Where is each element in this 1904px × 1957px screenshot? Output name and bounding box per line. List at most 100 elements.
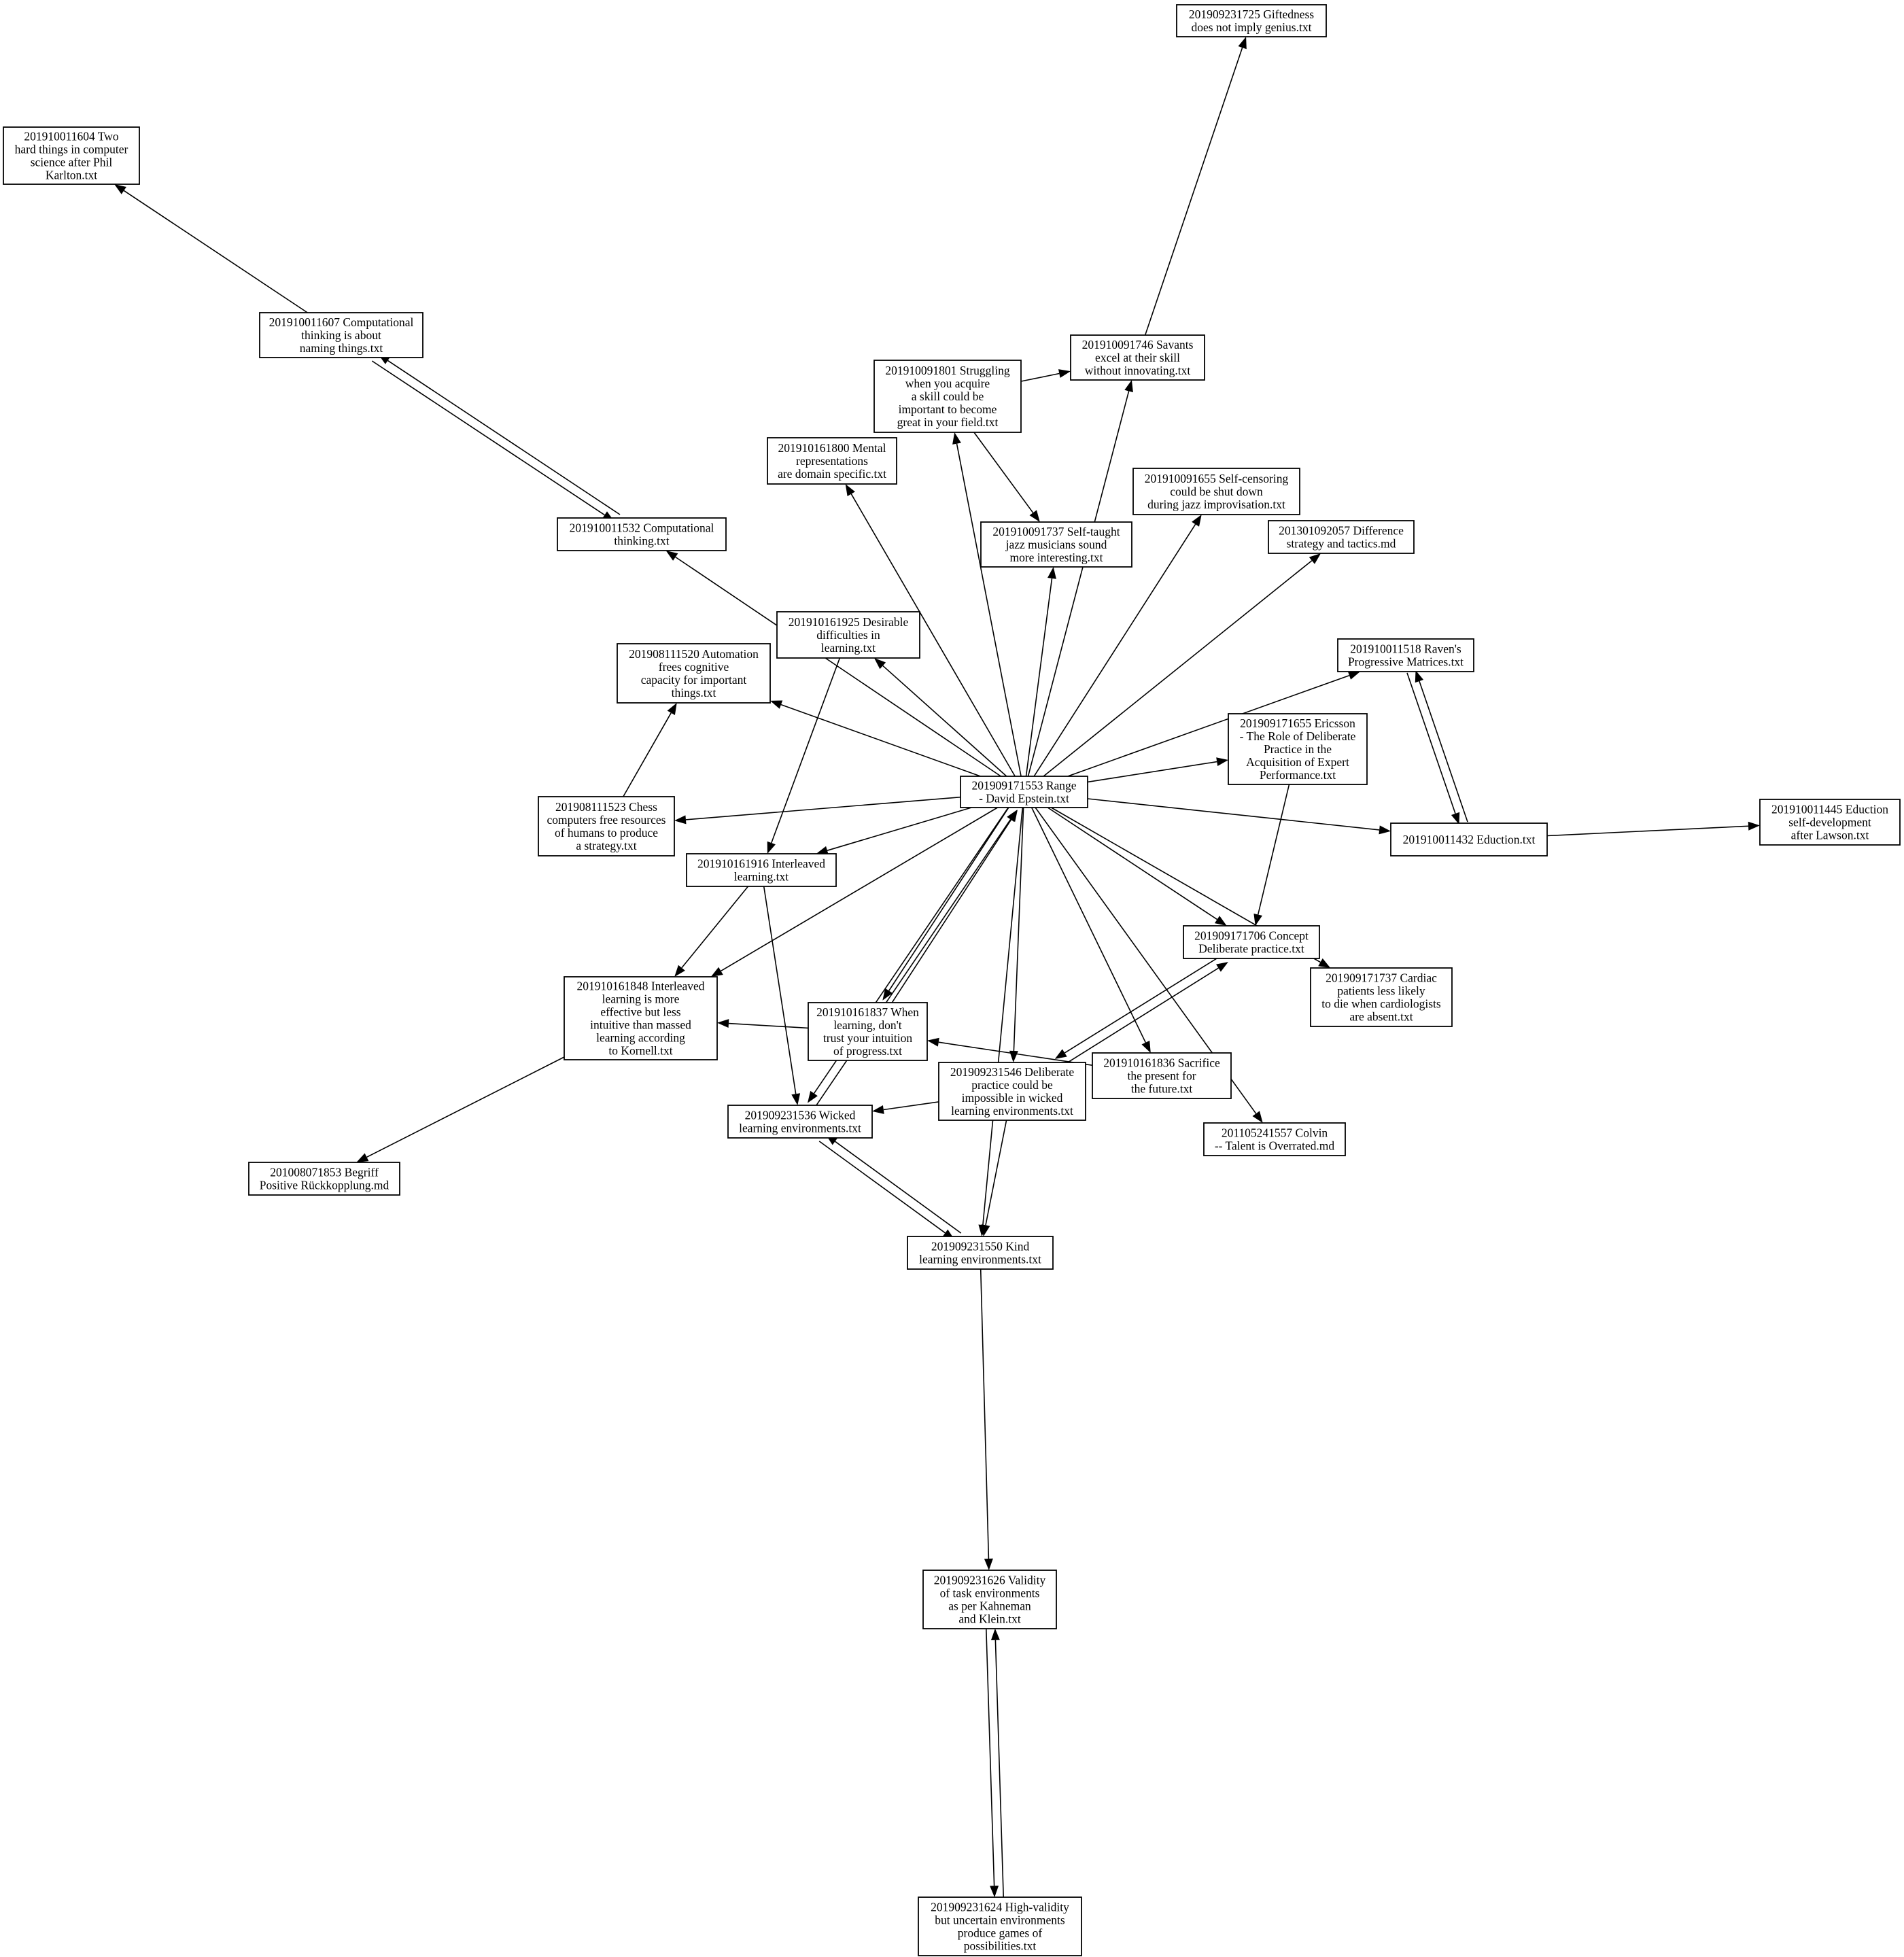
edge-n5-to-n4 — [1020, 369, 1071, 382]
arrow-head-icon — [770, 700, 783, 709]
node-box — [873, 360, 1022, 433]
note-node-n19[interactable]: 201910011445 Eductionself-developmentaft… — [1759, 799, 1901, 846]
arrow-head-icon — [816, 846, 829, 855]
node-label-line: produce games of — [958, 1926, 1043, 1940]
node-label-line: more interesting.txt — [1009, 551, 1103, 564]
node-label-line: 201910011532 Computational — [570, 521, 714, 535]
edge-line — [681, 886, 749, 969]
edge-n17-to-n22 — [674, 886, 749, 977]
edge-n5-to-n9 — [973, 432, 1040, 522]
node-label-line: 201105241557 Colvin — [1222, 1126, 1328, 1140]
node-box — [617, 643, 771, 704]
edge-n3-to-n8 — [371, 360, 615, 521]
node-box — [1070, 334, 1205, 381]
edge-n15-to-n5 — [952, 432, 1022, 777]
node-label-line: -- Talent is Overrated.md — [1215, 1139, 1335, 1153]
note-node-n27[interactable]: 201105241557 Colvin-- Talent is Overrate… — [1203, 1122, 1346, 1156]
node-label-line: 201909231536 Wicked — [745, 1109, 856, 1122]
node-label-line: 201910011518 Raven's — [1350, 642, 1461, 656]
node-box — [1176, 4, 1327, 37]
node-label-line: 201909231725 Giftedness — [1189, 7, 1314, 21]
node-label-line: 201909171655 Ericsson — [1240, 716, 1355, 730]
edge-n24-to-n20 — [1062, 962, 1228, 1067]
node-box — [557, 517, 727, 551]
edge-n17-to-n26 — [763, 886, 801, 1105]
edge-n24-to-n29 — [981, 1120, 1007, 1236]
note-node-n14[interactable]: 201909171655 Ericsson- The Role of Delib… — [1228, 713, 1368, 785]
node-label-line: capacity for important — [641, 673, 747, 687]
edge-n15-to-n20 — [1047, 807, 1227, 926]
edge-n15-to-n8 — [665, 551, 1001, 777]
node-label-line: computers free resources — [547, 813, 666, 827]
edge-n15-to-n22 — [710, 807, 998, 977]
edge-n30-to-n31 — [986, 1629, 999, 1898]
node-label-line: learning according — [596, 1031, 685, 1045]
node-box — [686, 853, 837, 887]
edge-line — [1031, 807, 1147, 1043]
node-label-line: trust your intuition — [823, 1031, 913, 1045]
node-label-line: 201910091801 Struggling — [885, 364, 1010, 377]
node-box — [907, 1236, 1054, 1270]
node-box — [938, 1062, 1086, 1121]
edge-line — [771, 657, 841, 844]
node-box — [248, 1162, 400, 1196]
arrow-head-icon — [952, 432, 961, 445]
edge-line — [623, 712, 672, 797]
node-box — [1310, 967, 1453, 1027]
edge-line — [728, 1022, 809, 1029]
node-label-line: a skill could be — [912, 389, 984, 403]
edge-n15-to-n17 — [816, 807, 972, 855]
node-label-line: naming things.txt — [300, 341, 383, 355]
edge-line — [685, 796, 961, 820]
edge-n13-to-n18 — [1406, 672, 1460, 825]
note-node-n18[interactable]: 201910011432 Eduction.txt — [1390, 822, 1548, 856]
edge-line — [1064, 954, 1223, 1054]
node-label-line: 201909171737 Cardiac — [1326, 971, 1437, 985]
node-label-line: the present for — [1127, 1069, 1196, 1083]
node-label-line: of task environments — [940, 1587, 1040, 1600]
node-label-line: 201909231550 Kind — [931, 1240, 1030, 1253]
node-label-line: self-development — [1788, 816, 1871, 829]
note-node-n15[interactable]: 201909171553 Range- David Epstein.txt — [960, 776, 1088, 808]
node-label-line: 201910091746 Savants — [1082, 338, 1194, 351]
arrow-head-icon — [717, 1019, 729, 1028]
edge-line — [980, 1268, 990, 1559]
node-label-line: 201910011604 Two — [24, 130, 119, 143]
node-box — [564, 976, 718, 1060]
arrow-head-icon — [1451, 812, 1460, 825]
node-box — [808, 1002, 928, 1061]
node-label-line: great in your field.txt — [897, 415, 999, 429]
edge-n29-to-n30 — [980, 1268, 993, 1570]
node-label-line: strategy and tactics.md — [1287, 537, 1396, 551]
node-label-line: jazz musicians sound — [1005, 538, 1107, 551]
node-box — [1203, 1122, 1346, 1156]
edge-n20-to-n24 — [1054, 954, 1223, 1059]
node-label-line: Acquisition of Expert — [1246, 755, 1349, 769]
